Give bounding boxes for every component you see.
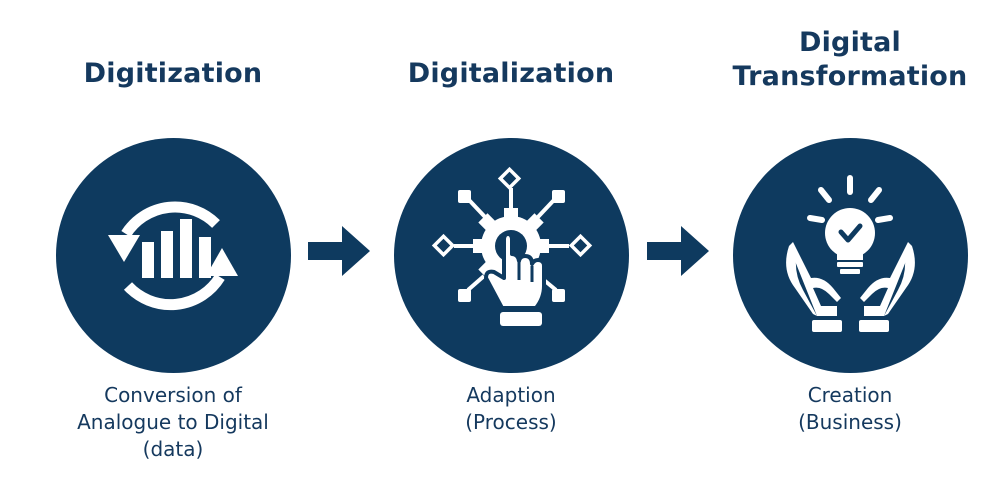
stage-circle <box>56 138 291 373</box>
stage-caption: Conversion of Analogue to Digital (data) <box>23 382 323 463</box>
stage-caption-line: (Process) <box>465 410 557 434</box>
stage-digitization: Digitization Conversion of Analogue <box>23 0 323 500</box>
hands-lightbulb-icon <box>786 175 915 332</box>
refresh-bar-chart-icon <box>108 201 238 311</box>
stage-caption: Creation (Business) <box>700 382 1000 436</box>
stage-caption-line: Conversion of <box>104 383 242 407</box>
arrow-right-icon <box>308 226 370 276</box>
arrow-right-icon <box>647 226 709 276</box>
stage-caption-line: Adaption <box>466 383 556 407</box>
stage-circle <box>394 138 629 373</box>
stage-digitalization: Digitalization <box>361 0 661 500</box>
stage-title: Digitization <box>23 57 323 91</box>
stage-title: Digital Transformation <box>700 26 1000 94</box>
stage-caption-line: (data) <box>142 437 204 461</box>
stage-caption: Adaption (Process) <box>361 382 661 436</box>
stage-title-line: Digital <box>798 27 902 58</box>
stage-title-line: Transformation <box>732 61 968 92</box>
stage-digital-transformation: Digital Transformation <box>700 0 1000 500</box>
stage-circle <box>733 138 968 373</box>
stage-caption-line: (Business) <box>798 410 902 434</box>
stage-title-line: Digitization <box>83 58 263 89</box>
stage-caption-line: Creation <box>807 383 893 407</box>
stage-caption-line: Analogue to Digital <box>77 410 269 434</box>
gear-hand-pointer-icon <box>431 166 593 326</box>
stage-title-line: Digitalization <box>407 58 615 89</box>
stage-title: Digitalization <box>361 57 661 91</box>
